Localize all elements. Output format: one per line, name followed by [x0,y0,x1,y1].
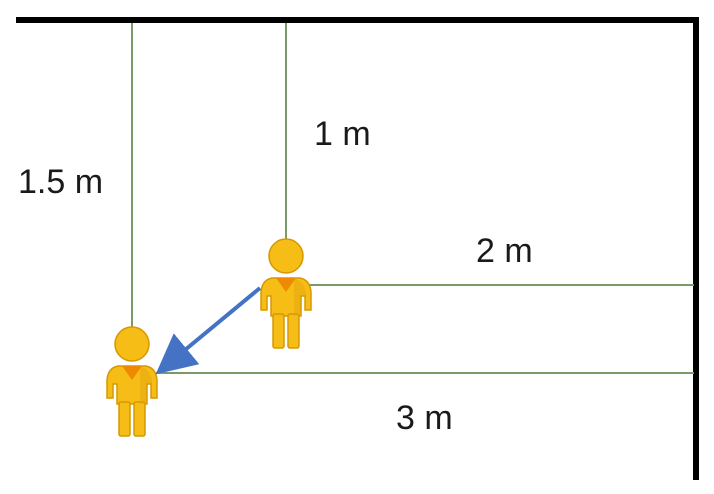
left-person-icon [106,326,158,437]
label-3-m: 3 m [396,399,453,437]
label-1-5-m: 1.5 m [18,163,103,201]
movement-arrow [155,286,262,375]
right-person-icon [260,238,312,349]
label-1-m: 1 m [314,115,371,153]
label-2-m: 2 m [476,232,533,270]
